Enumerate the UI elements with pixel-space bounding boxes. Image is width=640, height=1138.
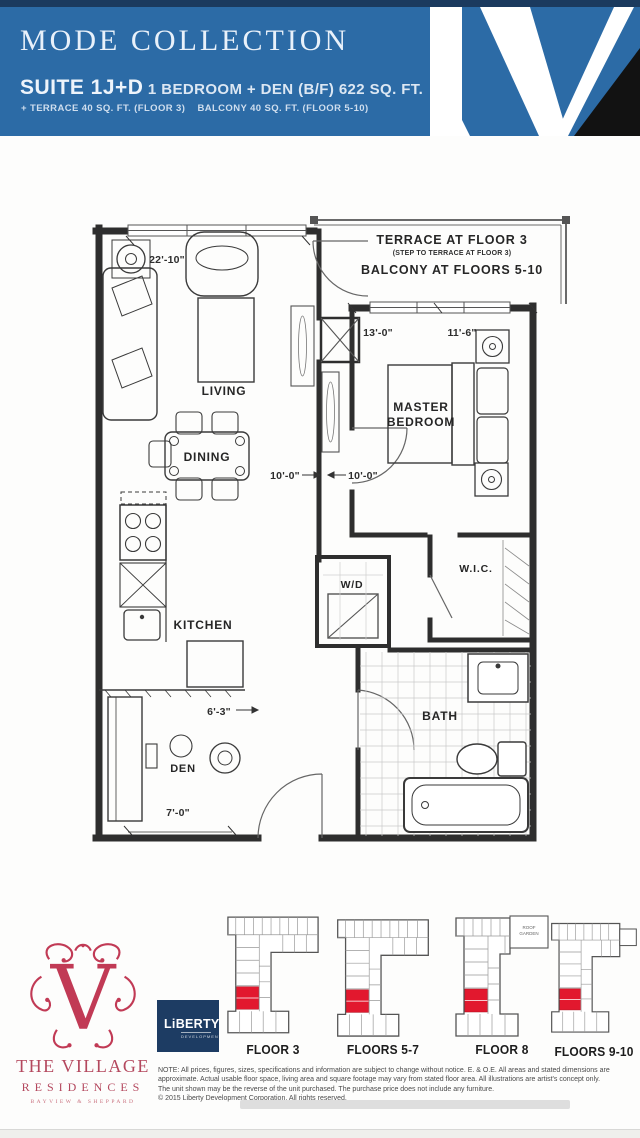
door-swings [257,240,453,839]
dining-furniture [148,411,250,501]
terrace-note: TERRACE AT FLOOR 3 (STEP TO TERRACE AT F… [361,233,543,277]
interior-walls [316,228,536,841]
dim-master-d: 11'-6" [447,327,476,339]
den-label: DEN [170,763,196,775]
dimension-marks [123,235,538,836]
keyplan-label-floors-9-10: FLOORS 9-10 [554,1044,634,1059]
collection-title: MODE COLLECTION [20,24,350,57]
suite-extras: + TERRACE 40 SQ. FT. (FLOOR 3) BALCONY 4… [21,103,369,114]
vanity-sink [467,653,529,703]
village-location: BAYVIEW & SHEPPARD [30,1099,136,1105]
living-furniture [102,231,259,421]
bedroom-furniture [387,329,510,497]
kitchen-fixtures [99,491,245,698]
suite-number: SUITE 1J+D [20,76,144,99]
den-furniture [107,696,241,822]
keyplan-floors-5-7 [337,919,429,1037]
liberty-logo: LiBERTY DEVELOPMENT [157,1000,223,1052]
wd-label: W/D [341,579,364,591]
dim-living: 22'-10" [149,254,185,266]
bathtub [403,777,529,833]
roof-garden-label-1: ROOF [523,925,536,930]
roof-garden-label-2: GARDEN [519,931,538,936]
dim-master-w: 13'-0" [363,327,393,339]
svg-text:BALCONY AT FLOORS 5-10: BALCONY AT FLOORS 5-10 [361,263,543,277]
disclaimer-line: The unit shown may be the reverse of the… [158,1085,495,1093]
disclaimer-text: NOTE: All prices, figures, sizes, specif… [158,1066,634,1103]
keyplan-label-floor-8: FLOOR 8 [475,1042,529,1057]
terrace-railing [310,216,570,304]
svg-text:(STEP TO TERRACE AT FLOOR 3): (STEP TO TERRACE AT FLOOR 3) [393,250,512,257]
dim-den-d: 7'-0" [166,807,190,819]
liberty-name: LiBERTY [164,1017,220,1031]
wic-shelving [502,540,530,636]
floorplan-drawing: TERRACE AT FLOOR 3 (STEP TO TERRACE AT F… [92,216,570,842]
village-name-line2: RESIDENCES [21,1080,145,1094]
header-band: MODE COLLECTION SUITE 1J+D 1 BEDROOM + D… [0,0,640,136]
keyplan-label-floors-5-7: FLOORS 5-7 [346,1042,420,1057]
svg-text:TERRACE AT FLOOR 3: TERRACE AT FLOOR 3 [376,233,527,247]
bathroom [360,652,531,836]
dining-label: DINING [184,450,231,464]
disclaimer-line: NOTE: All prices, figures, sizes, specif… [158,1067,610,1074]
wic-label: W.I.C. [459,563,492,575]
dim-den-w: 6'-3" [207,706,231,718]
keyplan-label-floor-3: FLOOR 3 [246,1042,300,1057]
washer-dryer [315,555,391,648]
page-bottom-edge [0,1129,640,1138]
closets [290,305,361,453]
dim-hall-right: 10'-0" [348,470,378,482]
master-label-2: BEDROOM [387,415,455,429]
header-top-stripe [0,0,640,7]
village-monogram-icon: V [30,943,136,1050]
liberty-subtitle: DEVELOPMENT [181,1032,223,1039]
village-name-line1: THE VILLAGE [16,1056,150,1076]
keyplan-floors-9-10 [551,922,637,1033]
suite-description: 1 BEDROOM + DEN (B/F) 622 SQ. FT. [147,81,424,98]
kitchen-label: KITCHEN [174,618,233,632]
svg-text:V: V [50,946,117,1050]
master-label-1: MASTER [393,400,448,414]
toilet [456,741,527,777]
iv-logo-icon [430,7,640,136]
disclaimer-line: © 2015 Liberty Development Corporation. … [158,1094,347,1102]
keyplan-floor-8: ROOF GARDEN [455,915,549,1037]
bath-label: BATH [422,709,458,723]
suite-title-line: SUITE 1J+D 1 BEDROOM + DEN (B/F) 622 SQ.… [20,76,423,100]
dim-hall-left: 10'-0" [270,470,300,482]
scan-smudge [240,1100,570,1109]
keyplan-floor-3 [227,916,319,1034]
windows [127,224,511,314]
disclaimer-line: approximate. Actual usable floor space, … [158,1076,601,1084]
living-label: LIVING [202,384,247,398]
